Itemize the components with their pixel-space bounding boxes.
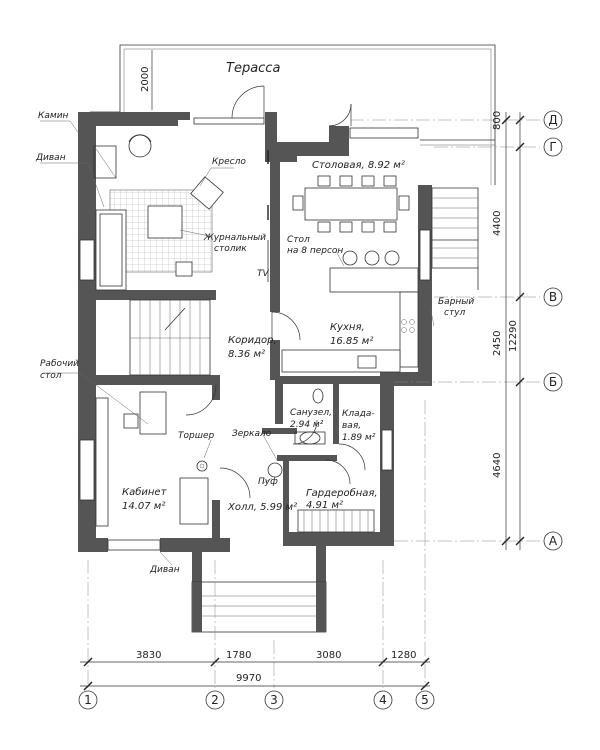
staircase [129, 299, 211, 376]
label-pouf: Пуф [258, 477, 278, 487]
label-bar-stool-2: стул [444, 308, 466, 318]
room-pantry-3: 1.89 м² [342, 433, 376, 443]
label-coffee-table-2: столик [214, 244, 247, 254]
room-hall: Холл, 5.99 м² [227, 502, 297, 513]
dining-room [292, 175, 410, 233]
kitchen [281, 250, 419, 373]
label-desk-1: Рабочий [40, 359, 79, 369]
walls [78, 112, 432, 582]
leader-lines [40, 120, 435, 566]
room-pantry-1: Клада- [342, 409, 375, 419]
study [95, 391, 209, 527]
label-table-1: Стол [287, 235, 310, 245]
room-corridor-area: 8.36 м² [228, 349, 265, 360]
living-room [93, 134, 269, 291]
windows [79, 117, 431, 551]
room-study-area: 14.07 м² [122, 501, 165, 512]
axis-grid [87, 119, 540, 688]
dim-bottom-3: 3080 [316, 650, 341, 661]
dim-total-height: 12290 [508, 320, 519, 352]
room-wardrobe-name: Гардеробная, [306, 487, 378, 499]
axis-label-4: 4 [379, 693, 387, 707]
dim-bottom-2: 1780 [226, 650, 251, 661]
axis-label-d: Д [548, 113, 557, 127]
label-armchair: Кресло [212, 157, 246, 167]
axis-label-1: 1 [84, 693, 92, 707]
axis-label-b: Б [549, 375, 557, 389]
dim-right-4: 4640 [492, 453, 503, 478]
dimension-lines [80, 50, 525, 691]
bathroom [267, 388, 375, 533]
room-wardrobe-area: 4.91 м² [306, 500, 343, 511]
dim-right-1: 800 [492, 111, 503, 130]
axis-label-v: В [549, 290, 557, 304]
room-kitchen-area: 16.85 м² [330, 336, 373, 347]
dim-terrace-depth: 2000 [140, 67, 151, 92]
label-sofa: Диван [35, 153, 66, 163]
room-terrace: Терасса [226, 61, 280, 76]
axis-label-5: 5 [421, 693, 429, 707]
porch [191, 581, 327, 633]
label-bar-stool-1: Барный [438, 297, 474, 307]
label-desk-2: стол [40, 371, 62, 381]
label-fireplace: Камин [38, 111, 69, 121]
axis-label-a: А [549, 534, 558, 548]
label-table-2: на 8 персон [287, 246, 343, 256]
dim-total-width: 9970 [236, 673, 261, 684]
label-floor-lamp: Торшер [178, 431, 214, 441]
label-mirror: Зеркало [232, 429, 272, 439]
room-bath-name: Санузел, [290, 408, 332, 418]
dim-right-2: 4400 [492, 211, 503, 236]
exterior-stairs [431, 187, 479, 290]
axis-label-2: 2 [211, 693, 219, 707]
dim-right-3: 2450 [492, 331, 503, 356]
label-coffee-table-1: Журнальный [203, 233, 266, 243]
axis-label-g: Г [549, 140, 556, 154]
room-dining: Столовая, 8.92 м² [312, 160, 405, 171]
room-study-name: Кабинет [122, 486, 168, 498]
room-kitchen-name: Кухня, [330, 322, 365, 333]
room-corridor-name: Коридор, [228, 335, 277, 346]
dim-bottom-1: 3830 [136, 650, 161, 661]
room-bath-area: 2.94 м² [290, 420, 324, 430]
axis-bubbles [78, 110, 563, 710]
label-sofa-bottom: Диван [149, 565, 180, 575]
axis-label-3: 3 [270, 693, 278, 707]
label-tv: TV [257, 269, 269, 279]
dim-bottom-4: 1280 [391, 650, 416, 661]
room-pantry-2: вая, [342, 421, 361, 431]
